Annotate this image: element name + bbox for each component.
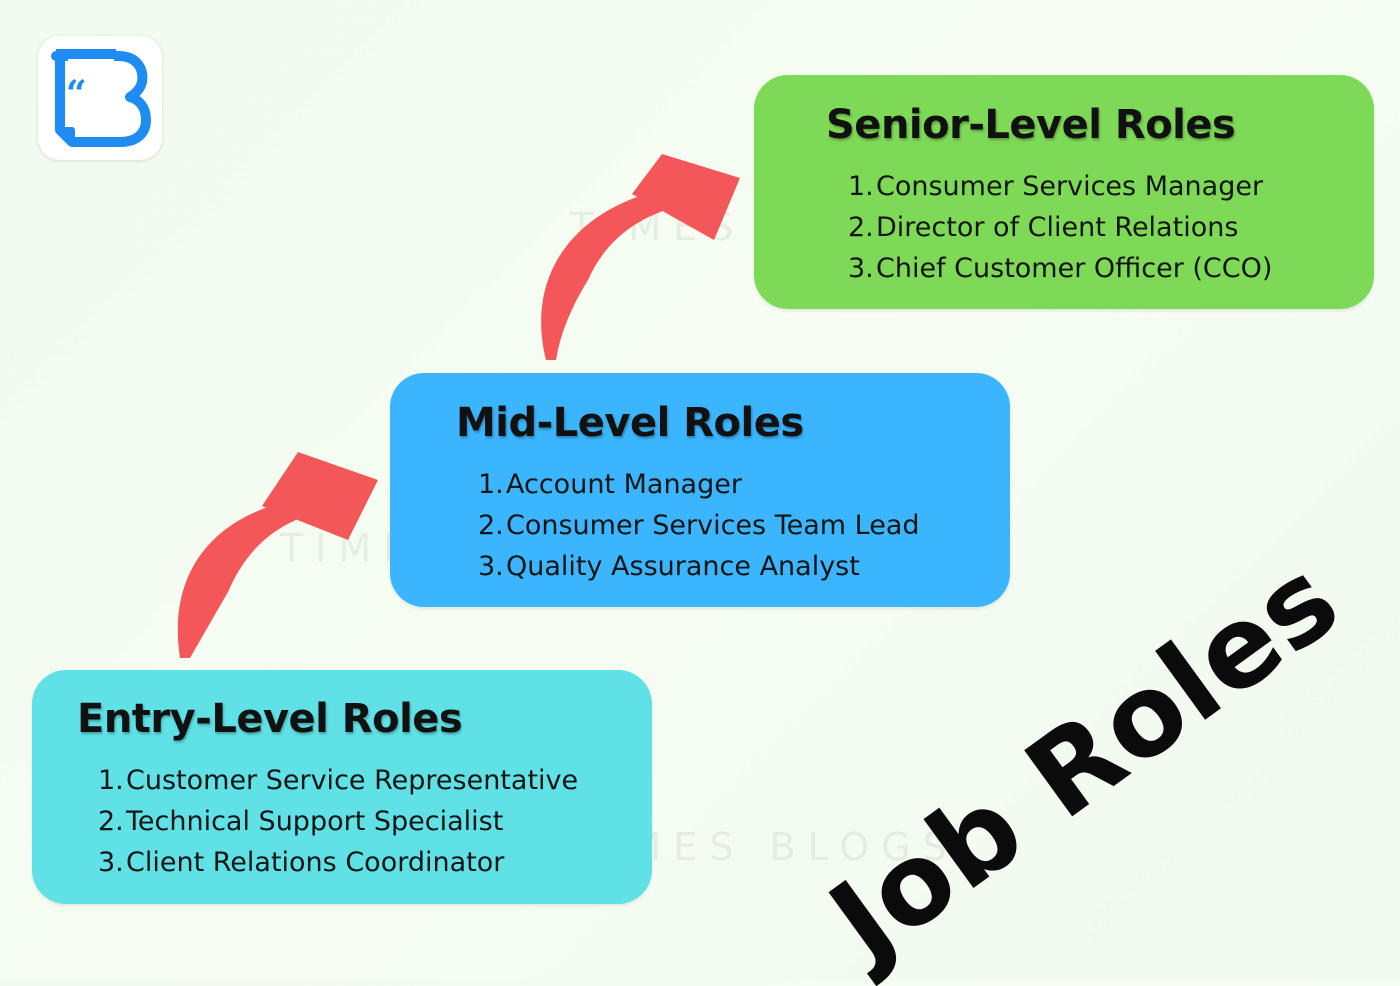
arrow-mid-to-senior: [541, 188, 672, 360]
senior-level-card: Senior-Level Roles 1.Consumer Services M…: [754, 75, 1374, 309]
mid-level-list: 1.Account Manager 2.Consumer Services Te…: [478, 464, 920, 587]
mid-level-card: Mid-Level Roles 1.Account Manager 2.Cons…: [390, 373, 1010, 607]
list-item: 2.Technical Support Specialist: [98, 806, 504, 837]
senior-level-title: Senior-Level Roles: [826, 102, 1236, 148]
list-item: 3.Client Relations Coordinator: [98, 847, 505, 878]
list-item: 2.Consumer Services Team Lead: [478, 510, 920, 541]
list-item: 1.Consumer Services Manager: [848, 171, 1264, 202]
list-item: 3.Chief Customer Officer (CCO): [848, 253, 1273, 284]
arrow-entry-to-mid: [177, 500, 296, 658]
arrow-entry-to-mid-head: [262, 452, 378, 540]
mid-level-title: Mid-Level Roles: [456, 400, 804, 446]
entry-level-title: Entry-Level Roles: [77, 696, 463, 742]
list-item: 1.Customer Service Representative: [98, 765, 579, 796]
logo: “: [38, 36, 162, 160]
quote-b-logo-icon: “: [51, 49, 151, 147]
senior-level-list: 1.Consumer Services Manager 2.Director o…: [848, 166, 1272, 289]
entry-level-card: Entry-Level Roles 1.Customer Service Rep…: [32, 670, 652, 904]
arrow-mid-to-senior-head: [632, 154, 740, 240]
entry-level-list: 1.Customer Service Representative 2.Tech…: [98, 760, 578, 883]
svg-text:“: “: [66, 73, 87, 115]
list-item: 2.Director of Client Relations: [848, 212, 1239, 243]
list-item: 1.Account Manager: [478, 469, 742, 500]
list-item: 3.Quality Assurance Analyst: [478, 551, 860, 582]
